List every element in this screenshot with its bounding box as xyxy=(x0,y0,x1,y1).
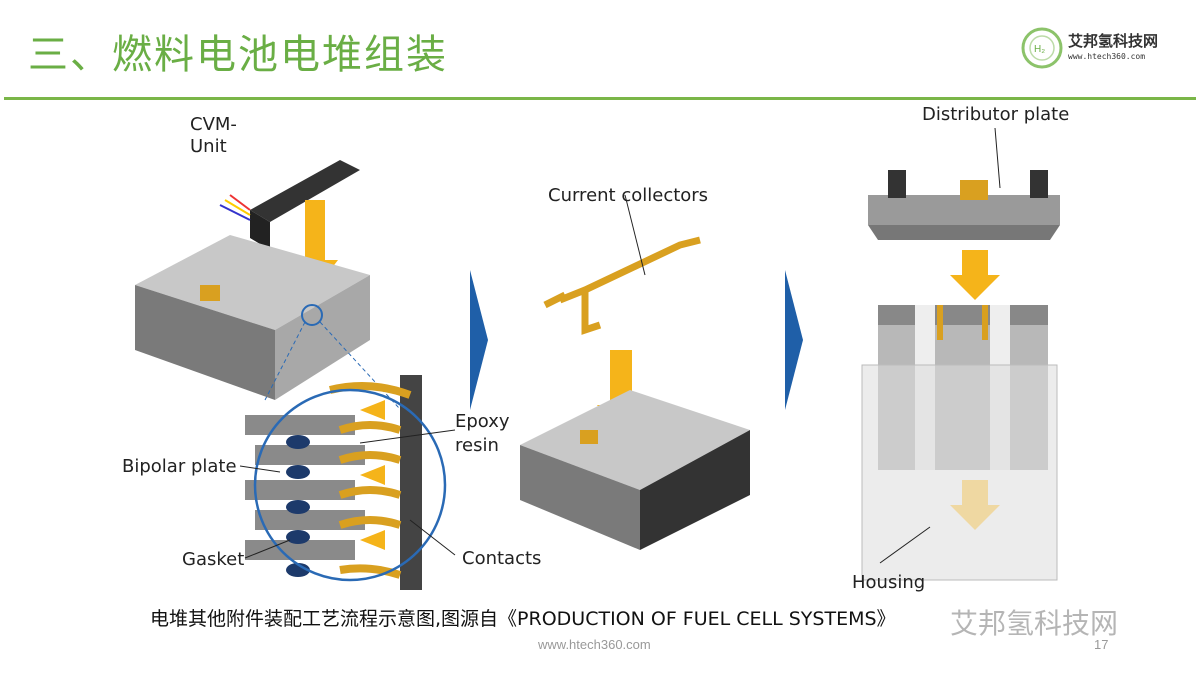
brand-logo: H₂ 艾邦氢科技网 www.htech360.com xyxy=(1020,26,1180,70)
step-arrow xyxy=(470,270,488,410)
step-arrow xyxy=(785,270,803,410)
assembly-diagram xyxy=(135,127,1060,590)
page-number: 17 xyxy=(1094,637,1109,652)
down-arrow xyxy=(950,250,1000,300)
logo-url: www.htech360.com xyxy=(1068,52,1146,61)
current-collectors xyxy=(543,236,701,335)
distributor-plate xyxy=(868,170,1060,240)
label-gasket: Gasket xyxy=(182,549,245,570)
label-contacts: Contacts xyxy=(462,548,542,569)
housed-stack xyxy=(861,305,1058,581)
cvm-unit xyxy=(219,160,360,250)
header-divider xyxy=(4,97,1196,100)
label-current-collectors: Current collectors xyxy=(548,185,709,206)
fuel-cell-stack xyxy=(520,390,750,550)
logo-icon: H₂ xyxy=(1021,27,1063,69)
contact-detail xyxy=(245,375,447,590)
label-bipolar-plate: Bipolar plate xyxy=(122,456,237,477)
label-housing: Housing xyxy=(852,572,926,593)
footer-url: www.htech360.com xyxy=(538,637,651,652)
figure-caption: 电堆其他附件装配工艺流程示意图,图源自《PRODUCTION OF FUEL C… xyxy=(150,608,896,630)
watermark: 艾邦氢科技网 xyxy=(950,607,1119,640)
logo-name: 艾邦氢科技网 xyxy=(1068,32,1159,50)
page-title: 三、燃料电池电堆组装 xyxy=(28,32,448,78)
fuel-cell-stack xyxy=(135,235,370,400)
logo-symbol: H₂ xyxy=(1034,44,1045,55)
label-distributor-plate: Distributor plate xyxy=(922,104,1070,125)
label-epoxy-resin: Epoxy resin xyxy=(455,411,510,456)
label-cvm-unit: CVM- Unit xyxy=(190,114,237,157)
